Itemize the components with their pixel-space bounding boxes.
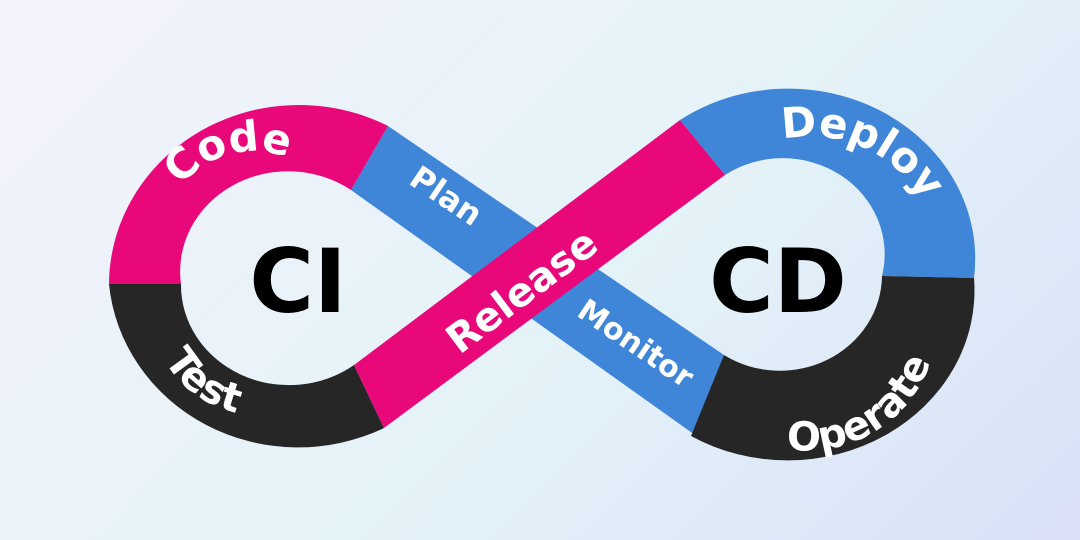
code-segment [109,105,388,284]
ci-label: CI [249,230,346,333]
release-band [354,120,725,428]
cd-label: CD [709,230,847,333]
test-segment [109,284,384,448]
deploy-segment [680,88,976,278]
operate-segment [691,276,975,461]
